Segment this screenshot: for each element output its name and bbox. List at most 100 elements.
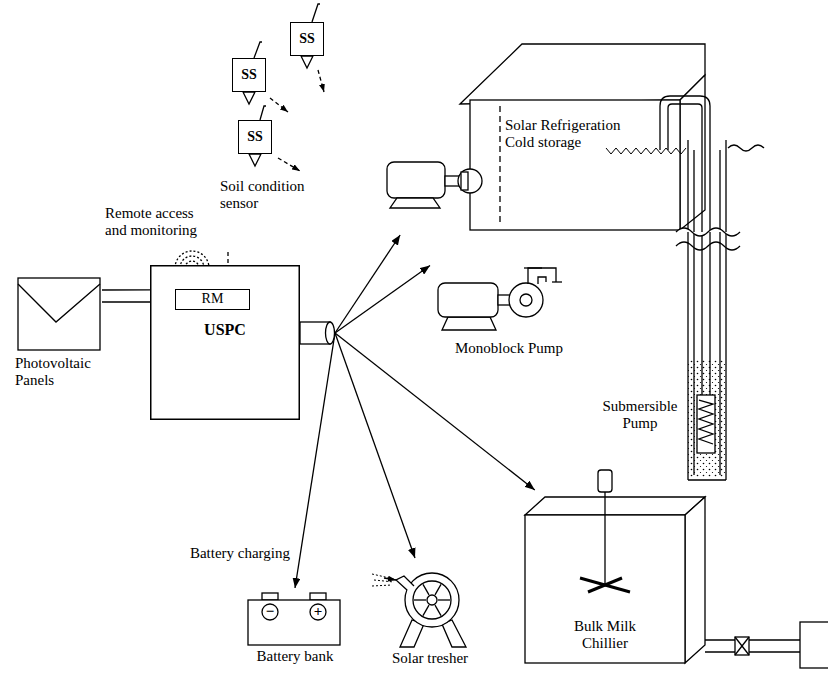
sensor-signal-arrow — [270, 70, 324, 171]
equipment-label: Submersible Pump — [595, 398, 685, 433]
electric-motor — [387, 162, 445, 198]
solar-thresher — [384, 578, 396, 580]
bulk-milk-chiller — [604, 490, 605, 585]
controller-unit: USPC RM — [150, 265, 335, 420]
monoblock-pump — [520, 294, 532, 306]
equipment-figure: Solar tresher — [380, 558, 480, 670]
thresher-blade — [423, 584, 429, 594]
terminal-sign: − — [262, 603, 278, 620]
equipment-label: Monoblock Pump — [455, 340, 573, 357]
battery-bank — [248, 593, 340, 645]
submersible-pump — [699, 400, 713, 444]
photovoltaic-panel — [18, 278, 150, 350]
terminal-sign: + — [310, 603, 326, 620]
bulk-milk-chiller — [735, 637, 749, 655]
label-patch: Battery charging — [188, 545, 292, 561]
equipment-figure: Solar Refrigeration Cold storage — [385, 95, 707, 235]
electric-motor — [387, 162, 482, 208]
bulk-milk-chiller — [735, 637, 749, 655]
bulk-milk-chiller — [735, 637, 749, 655]
sensor-signal-arrow — [270, 98, 288, 112]
sensor-signal-arrow — [278, 158, 300, 171]
labelled-box: SS — [290, 22, 324, 56]
bulk-milk-chiller — [705, 651, 800, 652]
submersible-pump — [688, 479, 726, 480]
equipment-label: USPC — [150, 321, 300, 339]
equipment-label: Solar Refrigeration Cold storage — [505, 117, 640, 152]
submersible-pump — [688, 360, 726, 478]
battery-bank — [310, 604, 326, 620]
equipment-label: Bulk Milk Chillier — [562, 618, 648, 653]
conduit-end — [326, 322, 335, 344]
equipment-figure: Photovoltaic Panels — [15, 275, 102, 400]
equipment-label: Photovoltaic Panels — [15, 355, 102, 390]
power-connector — [335, 333, 535, 490]
callout-label: Soil condition sensor — [220, 178, 318, 213]
solar-thresher — [372, 574, 394, 586]
battery-bank — [262, 604, 278, 620]
monoblock-pump — [498, 295, 510, 305]
bulk-milk-chiller — [580, 578, 630, 592]
monoblock-pump — [438, 283, 498, 317]
thresher-blade — [435, 584, 441, 594]
labelled-box: SS — [238, 120, 272, 154]
monoblock-pump — [524, 267, 542, 268]
battery-bank — [248, 600, 340, 645]
monoblock-pump — [538, 277, 546, 284]
box-label: RM — [202, 291, 224, 307]
thresher-blade — [438, 599, 450, 600]
battery-bank — [310, 593, 326, 600]
labelled-box: RM — [175, 289, 250, 310]
controller-housing — [151, 266, 300, 420]
submersible-pump — [676, 228, 740, 236]
power-connector — [335, 235, 400, 333]
equipment-label: Solar tresher — [380, 650, 480, 667]
solar-thresher — [413, 581, 451, 619]
electric-motor — [390, 198, 440, 208]
submersible-pump — [676, 228, 740, 236]
equipment-figure: Battery bank — [240, 588, 350, 670]
photovoltaic-panel — [18, 278, 100, 350]
box-label: SS — [299, 31, 315, 47]
submersible-pump — [697, 395, 715, 453]
bulk-milk-chiller — [525, 497, 705, 515]
solar-thresher — [414, 584, 450, 615]
bulk-milk-chiller — [685, 497, 705, 663]
pump-coil — [699, 400, 713, 444]
equipment-label: Battery bank — [240, 648, 350, 665]
solar-thresher — [372, 574, 394, 579]
solar-thresher — [372, 585, 392, 586]
monoblock-pump — [528, 268, 556, 284]
equipment-figure: Bulk Milk Chillier — [520, 490, 705, 667]
submersible-pump — [728, 145, 764, 151]
monoblock-pump — [442, 317, 496, 330]
solar-thresher — [405, 573, 459, 627]
solar-thresher — [396, 576, 414, 590]
solar-thresher — [374, 580, 394, 582]
cold-storage-house — [460, 44, 705, 104]
power-connector — [295, 333, 335, 588]
electric-motor — [461, 172, 468, 190]
monoblock-pump — [438, 268, 562, 330]
submersible-pump — [676, 242, 740, 250]
labelled-box: SS — [232, 58, 266, 92]
box-label: SS — [241, 67, 257, 83]
bulk-milk-chiller — [598, 470, 612, 492]
sensor-signal-arrow — [318, 70, 324, 92]
electric-motor — [458, 169, 482, 193]
power-connector — [102, 289, 150, 290]
equipment-figure: Submersible Pump — [595, 95, 735, 485]
power-wire — [102, 301, 150, 302]
sensor-probe — [243, 92, 255, 104]
submersible-pump — [660, 96, 710, 395]
submersible-pump — [606, 148, 686, 154]
connector-label: Battery charging — [186, 545, 292, 562]
box-label: SS — [247, 129, 263, 145]
cold-storage-house — [680, 75, 705, 230]
monoblock-pump — [509, 283, 543, 317]
illustration-layer — [18, 4, 828, 668]
thresher-blade — [414, 599, 426, 600]
sensor-probe — [301, 56, 313, 68]
